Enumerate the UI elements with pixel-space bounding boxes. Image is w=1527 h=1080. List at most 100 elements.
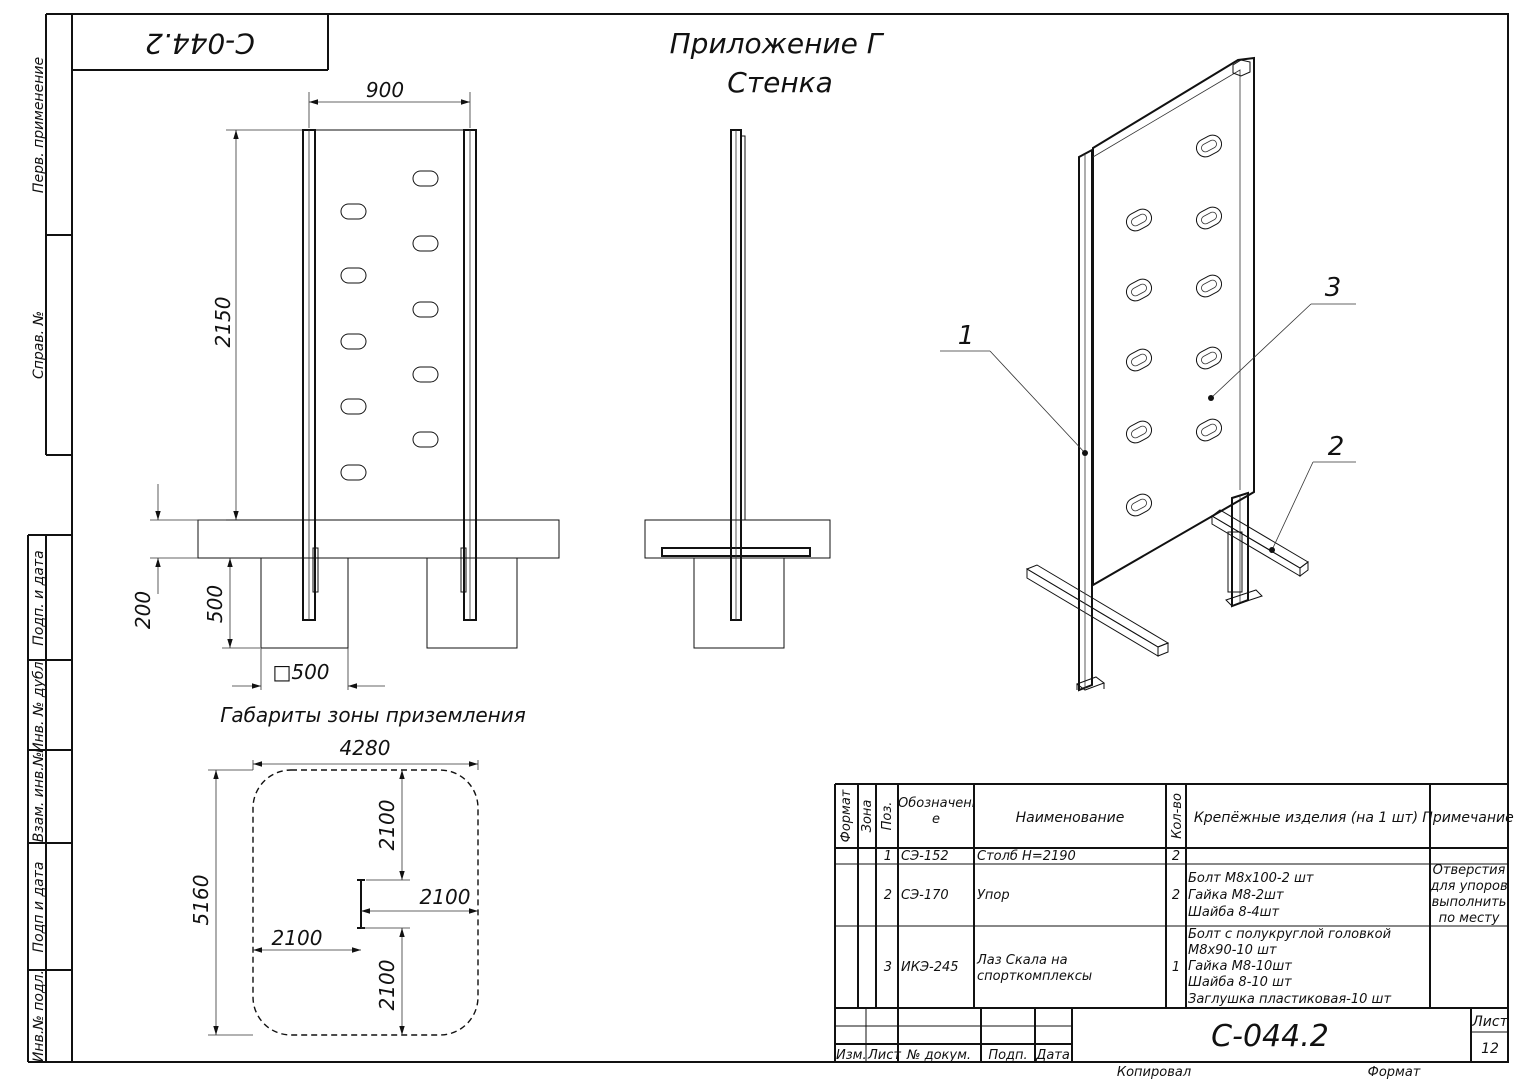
copied-label: Копировал	[1117, 1065, 1191, 1080]
side-label-first-use: Перв. применение	[31, 57, 47, 193]
iso-front-post	[1075, 148, 1106, 692]
sheet-title: Приложение Г	[670, 27, 885, 60]
callout-3-label: 3	[1325, 273, 1342, 303]
dim-200: 200	[131, 591, 155, 629]
side-strip: Перв. применение Справ. № Подп. и дата И…	[31, 57, 47, 1062]
row-fastener: Болт М8х100-2 шт	[1188, 871, 1314, 886]
iso-holds	[1125, 134, 1223, 517]
side-label-sign-date-2: Подп и дата	[31, 862, 47, 953]
table-row: 1 СЭ-152 Столб Н=2190 2	[884, 849, 1180, 864]
dim-bottom-2100: 2100	[375, 960, 399, 1011]
dim-500: 500	[203, 585, 227, 623]
row-fastener: Болт с полукруглой головкой	[1188, 927, 1391, 942]
callout-1-label: 1	[958, 321, 975, 351]
table-row: 2 СЭ-170 Упор 2 Болт М8х100-2 шт Гайка М…	[884, 863, 1508, 926]
dim-5160: 5160	[189, 875, 213, 926]
dim-right-2100: 2100	[420, 885, 471, 909]
header-name: Наименование	[1016, 810, 1125, 826]
isometric-view: 1 3 2	[940, 56, 1356, 692]
callout-1: 1	[940, 321, 1088, 456]
dim-top-2100: 2100	[375, 800, 399, 851]
iso-panel	[1092, 56, 1255, 587]
sheet-number: 12	[1481, 1041, 1499, 1057]
footing-left	[260, 557, 349, 649]
col-change: Изм.	[836, 1048, 867, 1063]
doc-code: С-044.2	[1211, 1019, 1329, 1054]
callout-2: 2	[1269, 432, 1356, 553]
iso-rear-crossbar	[1211, 509, 1309, 577]
hold	[340, 398, 367, 415]
hold	[412, 431, 439, 448]
side-label-ref-no: Справ. №	[31, 311, 47, 379]
hold	[340, 267, 367, 284]
dim-900: 900	[366, 78, 404, 102]
mirrored-code-box: С-044.2	[72, 14, 329, 71]
row-fastener: Гайка М8-2шт	[1188, 888, 1284, 903]
header-format: Формат	[839, 789, 854, 842]
side-view	[644, 129, 831, 649]
title-block: Изм. Лист № докум. Подп. Дата С-044.2 Ли…	[835, 1007, 1509, 1080]
row-note: для упоров	[1429, 879, 1507, 894]
row-qty: 2	[1172, 849, 1180, 864]
hold	[340, 333, 367, 350]
sheet-label: Лист	[1471, 1014, 1508, 1030]
row-name: Лаз Скала на	[976, 953, 1068, 968]
side-label-orig-inv: Инв.№ подл.	[31, 970, 47, 1062]
row-pos: 1	[884, 849, 892, 864]
row-name: спорткомплексы	[977, 969, 1092, 984]
landing-zone: Габариты зоны приземления 4280 5160 2100…	[189, 703, 526, 1036]
sheet-frame	[27, 13, 1509, 1063]
dim-footing-500: □500	[272, 660, 329, 684]
row-designation: СЭ-170	[901, 888, 949, 903]
row-fastener: Шайба 8-4шт	[1188, 905, 1280, 920]
mirrored-code: С-044.2	[145, 27, 255, 60]
row-note: по месту	[1439, 911, 1500, 926]
footing-right	[426, 557, 518, 649]
header-qty: Кол-во	[1170, 793, 1185, 839]
row-pos: 2	[884, 888, 892, 903]
row-qty: 2	[1172, 888, 1180, 903]
row-name: Упор	[977, 888, 1010, 903]
dim-2150: 2150	[211, 297, 235, 348]
climbing-panel	[314, 129, 465, 521]
col-sign: Подп.	[988, 1048, 1027, 1063]
zone-title: Габариты зоны приземления	[220, 703, 526, 727]
hold	[412, 235, 439, 252]
row-fastener: Заглушка пластиковая-10 шт	[1188, 992, 1391, 1007]
iso-front-crossbar	[1025, 564, 1170, 657]
sheet-subtitle: Стенка	[727, 66, 832, 99]
callout-3: 3	[1208, 273, 1356, 401]
col-doc: № докум.	[906, 1048, 971, 1063]
spec-table: Формат Зона Поз. Обозначени е Наименован…	[834, 783, 1514, 1062]
format-label: Формат	[1368, 1065, 1421, 1080]
row-fastener: Шайба 8-10 шт	[1188, 975, 1292, 990]
side-label-dup-inv: Инв. № дубл.	[31, 657, 47, 753]
dim-4280: 4280	[340, 736, 391, 760]
side-slab	[644, 519, 831, 559]
side-footing	[693, 557, 785, 649]
col-date: Дата	[1035, 1048, 1070, 1063]
row-note: Отверстия	[1433, 863, 1506, 878]
header-designation: Обозначени е	[898, 796, 974, 827]
zone-outline	[252, 769, 479, 1036]
side-label-replaced-inv: Взам. инв.№	[31, 752, 47, 843]
row-fastener: Гайка М8-10шт	[1188, 959, 1292, 974]
iso-rear-post	[1225, 491, 1263, 608]
side-panel	[740, 135, 746, 521]
hold	[412, 366, 439, 383]
row-designation: СЭ-152	[901, 849, 949, 864]
col-sheet: Лист	[867, 1048, 901, 1063]
hold	[340, 464, 367, 481]
side-label-sign-date-1: Подп. и дата	[31, 550, 47, 645]
hold	[412, 170, 439, 187]
table-row: 3 ИКЭ-245 Лаз Скала на спорткомплексы 1 …	[884, 927, 1392, 1007]
header-zone: Зона	[860, 800, 875, 833]
callout-2-label: 2	[1328, 432, 1345, 462]
header-pos: Поз.	[880, 802, 895, 831]
row-designation: ИКЭ-245	[901, 960, 959, 975]
row-qty: 1	[1172, 960, 1180, 975]
ground-slab	[197, 519, 560, 559]
row-note: выполнить	[1432, 895, 1507, 910]
row-name: Столб Н=2190	[977, 849, 1076, 864]
